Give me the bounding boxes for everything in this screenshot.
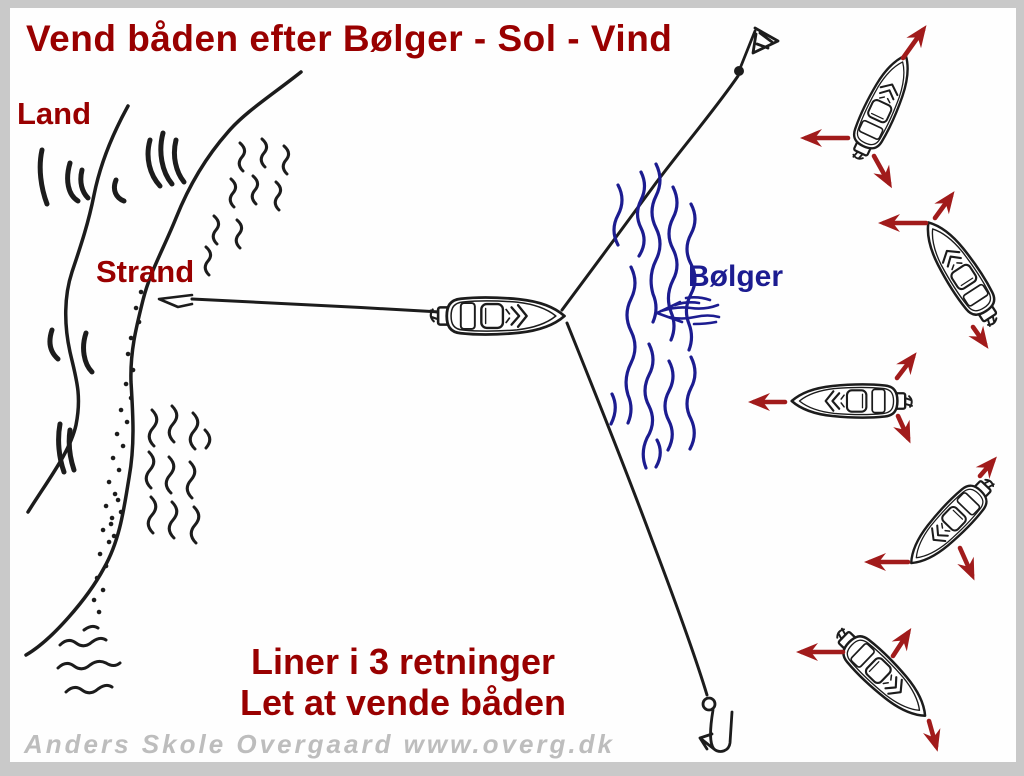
direction-arrow [894, 352, 917, 381]
direction-arrow [932, 191, 955, 221]
direction-arrow [871, 153, 892, 189]
buoy-dot [734, 66, 744, 76]
boat-orientation-examples [748, 25, 1010, 752]
shore-flag-icon [157, 293, 194, 309]
waves-drawing [609, 162, 721, 470]
direction-arrow [923, 718, 941, 752]
strand-label: Strand [96, 254, 195, 289]
coastline-drawing [24, 70, 303, 695]
waves-direction-arrow [655, 296, 721, 326]
waves-label: Bølger [688, 260, 784, 293]
example-boat-2 [878, 191, 1010, 349]
mooring-lines [157, 26, 780, 753]
moored-boat-icon [429, 296, 566, 336]
vegetation-marks [37, 130, 187, 475]
water-ripple-marks [56, 137, 291, 695]
wave-lines [609, 162, 697, 470]
land-label: Land [17, 96, 92, 131]
example-boat-1 [800, 25, 927, 189]
direction-arrow [890, 627, 912, 659]
direction-arrow [975, 456, 997, 479]
direction-arrow [968, 324, 989, 349]
example-boat-4 [864, 456, 1003, 581]
example-boat-3 [748, 352, 917, 444]
example-boat-5 [796, 619, 941, 752]
direction-arrow [957, 545, 975, 581]
buoy-flag-icon [739, 26, 780, 68]
watermark-text: Anders Skole Overgaard www.overg.dk [24, 729, 615, 759]
caption-line-1: Liner i 3 retninger [250, 641, 556, 682]
direction-arrow [893, 413, 911, 444]
line-to-beach [190, 297, 442, 314]
line-to-anchor [565, 321, 709, 697]
anchor-icon [698, 696, 734, 753]
caption-text: Liner i 3 retninger Let at vende båden [170, 641, 636, 723]
line-to-buoy [560, 74, 740, 312]
land-edge-line [26, 104, 130, 514]
beach-dots [91, 289, 144, 615]
direction-arrow [900, 25, 927, 61]
page-title: Vend båden efter Bølger - Sol - Vind [26, 18, 673, 59]
caption-line-2: Let at vende båden [239, 682, 567, 723]
